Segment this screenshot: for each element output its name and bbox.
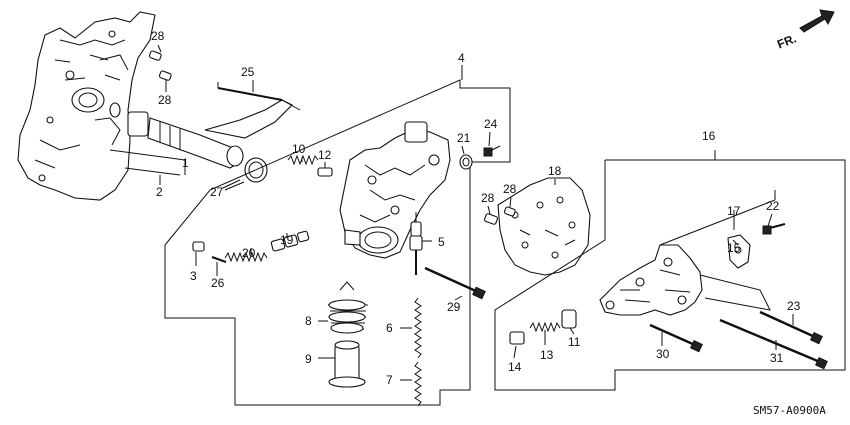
governor-shaft bbox=[109, 99, 301, 183]
bolt-29 bbox=[424, 266, 486, 300]
callout-28-b: 28 bbox=[158, 93, 172, 107]
secondary-valve-body bbox=[599, 244, 771, 316]
check-valve bbox=[409, 212, 423, 275]
dowel-pin-upper bbox=[148, 44, 162, 61]
regulator-valve-body bbox=[339, 121, 451, 259]
shim bbox=[509, 331, 525, 345]
callout-12: 12 bbox=[318, 148, 332, 162]
leader-lines-right bbox=[461, 65, 776, 246]
callout-24: 24 bbox=[484, 117, 498, 131]
servo-bracket bbox=[727, 234, 751, 269]
leader-lines-left bbox=[109, 149, 245, 191]
callout-18: 18 bbox=[548, 164, 562, 178]
callout-17: 17 bbox=[727, 204, 741, 218]
spring-13 bbox=[529, 321, 561, 333]
callout-22: 22 bbox=[766, 199, 780, 213]
spring-mid bbox=[224, 251, 268, 263]
callout-4: 4 bbox=[458, 51, 465, 65]
callout-26: 26 bbox=[211, 276, 225, 290]
callout-5: 5 bbox=[438, 235, 445, 249]
spring-upper bbox=[287, 154, 319, 166]
valve-plug bbox=[317, 167, 333, 177]
callout-31: 31 bbox=[770, 351, 784, 365]
callout-15: 15 bbox=[727, 241, 741, 255]
callout-23: 23 bbox=[787, 299, 801, 313]
seal-ring bbox=[459, 154, 473, 170]
callout-28-a: 28 bbox=[151, 29, 165, 43]
callout-3: 3 bbox=[190, 269, 197, 283]
callout-16: 16 bbox=[702, 129, 716, 143]
callout-10: 10 bbox=[292, 142, 306, 156]
callout-6: 6 bbox=[386, 321, 393, 335]
callout-21: 21 bbox=[457, 131, 471, 145]
callout-29: 29 bbox=[447, 300, 461, 314]
accumulator-spring bbox=[328, 281, 368, 334]
valve-11 bbox=[561, 309, 577, 329]
callout-28-d: 28 bbox=[503, 182, 517, 196]
callout-19: 19 bbox=[280, 233, 294, 247]
front-direction-arrow-icon: FR. bbox=[775, 9, 835, 52]
callout-7: 7 bbox=[386, 373, 393, 387]
callout-1: 1 bbox=[182, 156, 189, 170]
callout-9: 9 bbox=[305, 352, 312, 366]
bolt-23 bbox=[759, 310, 823, 345]
direction-label: FR. bbox=[775, 31, 798, 51]
long-spring bbox=[414, 297, 422, 359]
callout-11: 11 bbox=[568, 335, 581, 349]
dowel-pin-lower bbox=[158, 70, 172, 92]
dowel-pin-plate-b bbox=[503, 206, 516, 217]
short-spring bbox=[414, 361, 422, 407]
callout-25: 25 bbox=[241, 65, 255, 79]
callout-28-c: 28 bbox=[481, 191, 495, 205]
callout-13: 13 bbox=[540, 348, 554, 362]
control-rod bbox=[217, 82, 283, 101]
secondary-frame bbox=[494, 159, 846, 391]
separator-plate bbox=[497, 177, 591, 276]
callout-20: 20 bbox=[242, 246, 256, 260]
callout-2: 2 bbox=[156, 185, 163, 199]
callout-27: 27 bbox=[210, 185, 224, 199]
accumulator-piston bbox=[328, 340, 366, 388]
bolt-22 bbox=[762, 223, 786, 235]
drawing-code: SM57-A0900A bbox=[753, 404, 826, 417]
dowel-pin-plate-a bbox=[484, 213, 498, 225]
callouts: 1 2 3 4 5 6 7 8 9 10 11 12 13 14 15 16 1… bbox=[151, 29, 801, 387]
bolt-30 bbox=[649, 323, 703, 353]
bolt-31 bbox=[719, 318, 828, 370]
valve-body-frame bbox=[164, 79, 511, 406]
callout-30: 30 bbox=[656, 347, 670, 361]
callout-leaders bbox=[195, 80, 794, 381]
callout-8: 8 bbox=[305, 314, 312, 328]
pin bbox=[211, 256, 227, 263]
callout-14: 14 bbox=[508, 360, 522, 374]
transmission-housing bbox=[17, 11, 156, 201]
regulator-valve bbox=[270, 230, 310, 252]
bolt-24 bbox=[483, 145, 501, 157]
plug bbox=[192, 241, 205, 252]
